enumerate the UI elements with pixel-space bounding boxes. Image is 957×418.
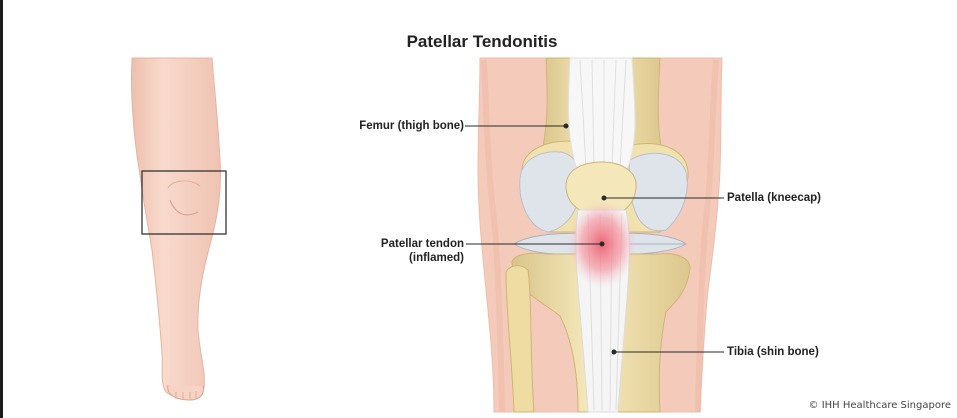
label-patellar-tendon-line2: (inflamed) [346,251,464,265]
label-patella: Patella (kneecap) [727,191,821,205]
knee-detail-illustration [478,58,722,412]
label-patellar-tendon: Patellar tendon (inflamed) [346,237,464,265]
full-leg-illustration [131,58,220,400]
label-patellar-tendon-line1: Patellar tendon [346,237,464,251]
diagram-title: Patellar Tendonitis [372,32,592,52]
label-tibia: Tibia (shin bone) [727,345,819,359]
label-femur: Femur (thigh bone) [336,119,464,133]
copyright-notice: © IHH Healthcare Singapore [809,400,951,411]
